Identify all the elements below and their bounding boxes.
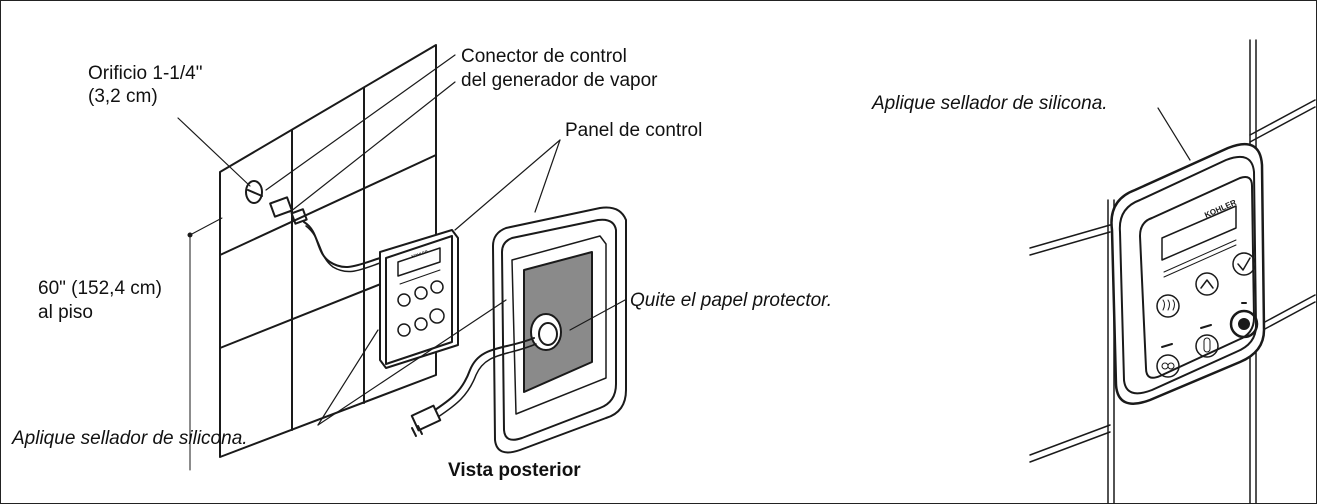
- steam-generator-connector: [269, 196, 308, 225]
- remove-paper-label: Quite el papel protector.: [630, 290, 833, 311]
- up-arrow-icon: [1195, 272, 1219, 296]
- hole-label-line2: (3,2 cm): [88, 86, 158, 107]
- wall-control-panel: [379, 229, 459, 369]
- connector-label-line1: Conector de control: [461, 46, 627, 67]
- thermometer-icon: [1195, 334, 1219, 358]
- hole: [245, 180, 263, 204]
- rear-cable: [431, 337, 535, 413]
- connector-label-line2: del generador de vapor: [461, 70, 658, 91]
- sealant-label-left: Aplique sellador de silicona.: [12, 428, 248, 449]
- power-icon: [1229, 309, 1259, 339]
- rear-view-panel: [492, 206, 627, 454]
- height-label-line1: 60" (152,4 cm): [38, 278, 162, 299]
- leader-lines: [177, 54, 626, 426]
- sealant-label-right: Aplique sellador de silicona.: [872, 93, 1108, 114]
- brand-logo-left: KOHLER: [411, 249, 429, 259]
- control-cable: [303, 221, 381, 268]
- steam-icon: [1156, 294, 1180, 318]
- hole-label-line1: Orificio 1-1/4": [88, 63, 203, 84]
- right-leader-line: [1157, 107, 1191, 161]
- height-dimension: [187, 217, 223, 471]
- rear-view-caption: Vista posterior: [448, 460, 581, 481]
- cable-plug: [410, 404, 442, 437]
- light-icon: [1156, 354, 1180, 378]
- panel-label: Panel de control: [565, 120, 703, 141]
- height-label-line2: al piso: [38, 302, 93, 323]
- check-icon: [1232, 252, 1256, 276]
- installed-control-panel: [1110, 142, 1266, 405]
